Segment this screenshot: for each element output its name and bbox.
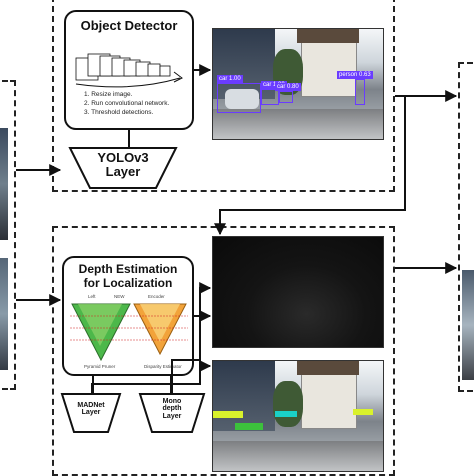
- depth-bar-yellow: [213, 411, 243, 418]
- road: [213, 109, 383, 139]
- object-detection-module: [52, 0, 395, 192]
- detection-label-person: person 0.63: [337, 71, 373, 79]
- car-shape: [225, 89, 259, 109]
- monodepth-layer-label: Mono depth Layer: [162, 398, 182, 420]
- connector-detector-yolo: [128, 130, 130, 148]
- depth-map-image: [212, 236, 384, 348]
- pyramid-label-encoder: Encoder: [148, 294, 165, 299]
- arrow-monodepth-to-output: [171, 359, 212, 394]
- object-detector-panel: Object Detector 1. Resize image. 2. Run …: [64, 10, 194, 130]
- detection-label-car-3: car 0.80: [275, 83, 301, 91]
- pyramid-label-disparity: Disparity Estimator: [144, 364, 182, 369]
- roof-right-2: [297, 361, 359, 375]
- detection-box-car-3: [279, 91, 293, 103]
- house-right: [301, 37, 357, 97]
- input-thumbnail-bottom: [0, 258, 8, 370]
- localization-result-image: [212, 360, 384, 472]
- depth-estimation-title: Depth Estimation for Localization: [78, 262, 178, 290]
- house-left-2: [213, 361, 275, 431]
- pyramid-label-new: NEW: [114, 294, 125, 299]
- detection-box-car-1: [217, 83, 261, 113]
- pyramid-illustration: [70, 303, 188, 362]
- road-2: [213, 441, 383, 471]
- detector-steps: 1. Resize image. 2. Run convolutional ne…: [84, 90, 169, 117]
- detection-result-image: car 1.00 car 1.00 car 0.80 person 0.63: [212, 28, 384, 140]
- monodepth-layer-shape: [138, 393, 206, 433]
- detector-step-3: 3. Threshold detections.: [84, 109, 154, 116]
- trees-2: [273, 381, 303, 427]
- detection-box-person: [355, 79, 365, 105]
- roof-right: [297, 29, 359, 43]
- output-frame-right: [458, 62, 474, 392]
- arrow-detection-to-depth: [214, 96, 406, 236]
- depth-bar-green: [235, 423, 263, 430]
- madnet-layer-shape: [60, 393, 122, 433]
- input-frame-left: [0, 80, 16, 390]
- output-thumbnail: [462, 270, 474, 380]
- detection-label-car-1: car 1.00: [217, 75, 243, 83]
- object-detector-title: Object Detector: [80, 18, 178, 33]
- input-thumbnail-top: [0, 128, 8, 240]
- cnn-stack-icon: [75, 53, 183, 88]
- detection-box-car-2: [261, 89, 279, 105]
- detection-label-car-2: car 1.00: [261, 81, 287, 89]
- madnet-layer-label: MADNet Layer: [77, 402, 105, 417]
- detector-step-1: 1. Resize image.: [84, 91, 133, 98]
- detector-step-2: 2. Run convolutional network.: [84, 100, 170, 107]
- depth-bar-cyan: [275, 411, 297, 417]
- pyramid-label-pruner: Pyramid Pruner: [84, 364, 116, 369]
- depth-bar-yellow-2: [353, 409, 373, 415]
- depth-estimation-panel: Depth Estimation for Localization Left N…: [62, 256, 194, 376]
- yolov3-layer-shape: [68, 147, 178, 189]
- pyramid-label-left: Left: [88, 294, 96, 299]
- arrow-madnet-to-map: [91, 282, 212, 394]
- yolov3-layer-label: YOLOv3 Layer: [97, 150, 149, 179]
